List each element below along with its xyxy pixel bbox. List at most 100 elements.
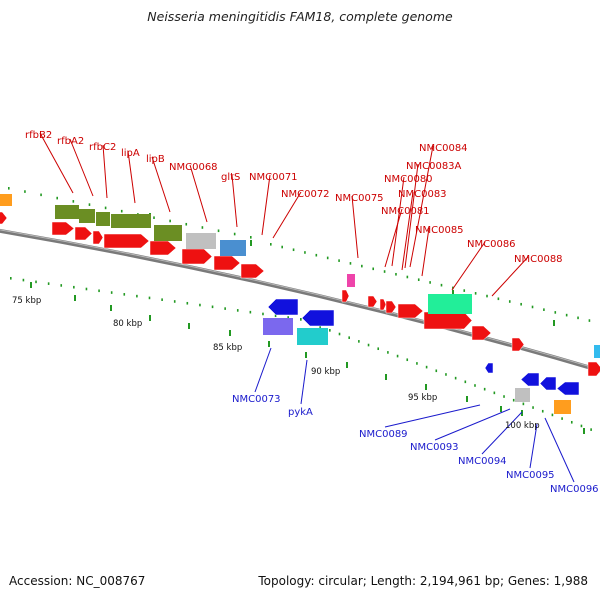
forward-gene-arrow [74, 226, 93, 241]
upper-tick-dot [120, 209, 123, 213]
lower-tick-dot [329, 329, 331, 332]
lower-tick-dot [224, 307, 226, 310]
upper-tick-dot [361, 264, 363, 268]
upper-tick-dot [326, 256, 329, 260]
upper-tick-dot [406, 275, 409, 279]
lower-tick-dot [319, 325, 321, 328]
major-tick [149, 315, 151, 321]
forward-gene-arrow [367, 295, 378, 308]
lower-tick-dot [161, 298, 163, 301]
forward-label-leader [451, 241, 486, 291]
upper-tick-dot [474, 292, 477, 295]
lower-tick-dot [300, 318, 302, 321]
lower-tick-dot [522, 402, 525, 406]
reverse-gene-arrow [520, 372, 540, 387]
major-tick [188, 323, 190, 329]
lower-tick-dot [236, 309, 239, 312]
lower-tick-dot [387, 351, 389, 354]
forward-gene-label: NMC0083 [398, 189, 447, 200]
forward-gene-arrow [240, 263, 265, 279]
upper-tick-dot [463, 289, 466, 292]
lower-tick-dot [541, 409, 544, 413]
upper-tick-dot [24, 190, 26, 193]
forward-gene-label: lipB [146, 154, 165, 165]
lower-tick-dot [367, 343, 370, 347]
upper-tick-dot [338, 259, 340, 262]
lower-tick-dot [416, 362, 418, 365]
forward-label-leader [189, 164, 208, 223]
lower-tick-dot [512, 398, 515, 402]
upper-tick-dot [395, 272, 397, 276]
major-tick [553, 320, 555, 326]
forward-label-leader [401, 191, 414, 271]
upper-tick-dot [383, 270, 386, 273]
lower-tick-dot [551, 413, 554, 417]
lower-tick-dot [211, 305, 214, 309]
forward-gene-arrow [385, 300, 397, 314]
lower-tick-dot [580, 424, 583, 428]
lower-tick-dot [274, 314, 277, 318]
forward-gene-arrow [92, 230, 104, 245]
lower-tick-dot [249, 310, 252, 314]
forward-gene-label: NMC0085 [415, 225, 464, 236]
upper-tick-dot [508, 300, 511, 303]
forward-gene-arrow [149, 240, 177, 256]
major-tick [346, 362, 348, 368]
forward-gene-label: NMC0075 [335, 193, 384, 204]
forward-feature-box [594, 345, 600, 358]
forward-feature-box [347, 274, 355, 287]
upper-tick-dot [56, 196, 58, 200]
lower-tick-dot [287, 316, 289, 319]
reverse-label-leader [544, 417, 575, 483]
major-tick [305, 352, 307, 358]
major-tick [583, 428, 585, 434]
forward-gene-arrow [587, 361, 600, 377]
lower-tick-dot [199, 303, 201, 307]
accession-text: Accession: NC_008767 [9, 574, 146, 588]
forward-gene-label: NMC0086 [467, 239, 516, 250]
forward-gene-arrow [103, 233, 150, 249]
upper-tick-dot [72, 200, 75, 203]
lower-tick-dot [474, 384, 476, 387]
upper-tick-dot [588, 319, 591, 322]
major-tick [74, 295, 76, 301]
scale-label: 95 kbp [408, 393, 437, 403]
reverse-gene-label: NMC0094 [458, 456, 507, 467]
forward-gene-arrow [0, 211, 8, 225]
upper-tick-dot [281, 245, 283, 249]
lower-tick-dot [406, 358, 409, 362]
forward-gene-label: NMC0088 [514, 254, 563, 265]
reverse-label-leader [481, 411, 523, 455]
lower-tick-dot [454, 376, 457, 380]
forward-label-leader [409, 145, 434, 268]
lower-tick-dot [445, 373, 447, 376]
lower-tick-dot [22, 278, 25, 282]
forward-label-leader [102, 144, 108, 199]
forward-gene-label: NMC0072 [281, 189, 330, 200]
upper-tick-dot [520, 302, 522, 306]
major-tick [452, 290, 454, 296]
upper-tick-dot [565, 313, 568, 317]
forward-gene-label: lipA [121, 148, 140, 159]
upper-tick-dot [185, 222, 188, 226]
forward-label-leader [491, 256, 529, 297]
scale-label: 75 kbp [12, 296, 41, 306]
lower-tick-dot [136, 294, 138, 298]
forward-gene-arrow [181, 248, 213, 265]
reverse-gene-arrow [556, 381, 580, 396]
lower-tick-dot [186, 301, 189, 305]
lower-tick-dot [85, 287, 88, 291]
forward-label-leader [261, 174, 271, 236]
forward-gene-label: rfbB2 [25, 130, 52, 141]
lower-tick-dot [47, 282, 50, 285]
forward-feature-box [154, 225, 182, 241]
forward-feature-box [96, 212, 110, 226]
reverse-gene-label: NMC0089 [359, 429, 408, 440]
lower-tick-dot [262, 312, 264, 316]
forward-gene-arrow [213, 255, 241, 271]
scale-label: 80 kbp [113, 319, 142, 329]
major-tick [425, 384, 427, 390]
lower-tick-dot [10, 277, 12, 280]
major-tick [500, 406, 502, 412]
